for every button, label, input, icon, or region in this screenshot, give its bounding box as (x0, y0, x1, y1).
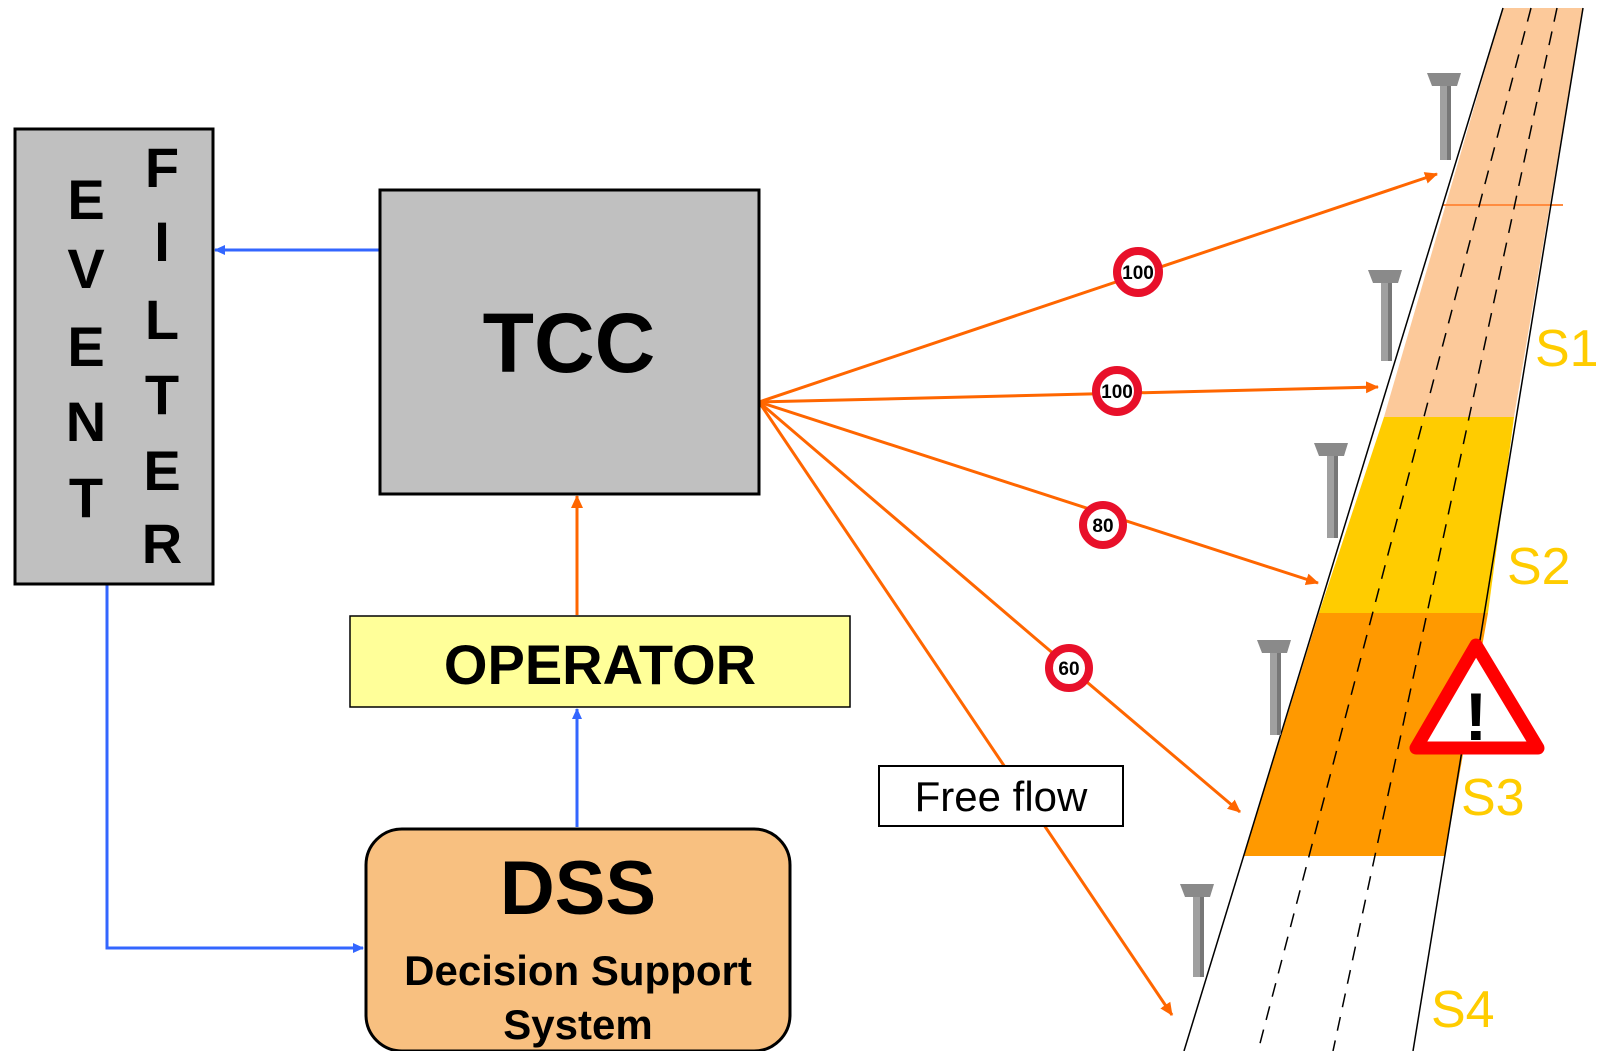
event-letter: N (66, 390, 106, 453)
pole-icon (1368, 270, 1402, 361)
warning-sign-icon: ! (1409, 638, 1545, 755)
warning-exclamation: ! (1465, 679, 1488, 755)
event-filter-box: E V E N T F I L T E R (13, 127, 215, 586)
link-event-filter-to-dss (105, 584, 364, 953)
filter-letter: T (145, 363, 179, 426)
event-letter: V (67, 237, 104, 300)
link-to-s1-upper (758, 172, 1438, 404)
speed-limit-value: 100 (1101, 382, 1133, 403)
section-label-s4: S4 (1431, 981, 1495, 1039)
tcc-label: TCC (483, 296, 656, 390)
event-letter: T (69, 466, 103, 529)
free-flow-box: Free flow (878, 765, 1124, 827)
filter-letter: L (145, 288, 179, 351)
link-to-s1-lower (758, 381, 1379, 404)
speed-limit-sign-1: 100 (1113, 247, 1163, 297)
speed-limit-sign-2: 100 (1092, 366, 1142, 416)
link-to-s2 (758, 400, 1319, 586)
dss-subtitle-line2: System (503, 1001, 652, 1048)
road-right-edge (1412, 7, 1584, 1051)
free-flow-label: Free flow (915, 773, 1088, 820)
event-letter: E (67, 168, 104, 231)
filter-letter: R (142, 512, 182, 575)
speed-limit-value: 100 (1122, 263, 1154, 284)
section-label-s3: S3 (1461, 769, 1525, 827)
operator-label: OPERATOR (444, 633, 756, 696)
lane-divider-1 (1257, 7, 1532, 1051)
operator-box: OPERATOR (349, 615, 851, 708)
road-section-s2-fill (1319, 417, 1514, 613)
link-free-flow (757, 401, 1174, 1016)
pole-icon (1180, 884, 1214, 977)
section-label-s1: S1 (1535, 320, 1599, 378)
speed-limit-value: 80 (1092, 516, 1113, 537)
pole-icon (1314, 443, 1348, 538)
section-label-s2: S2 (1507, 538, 1571, 596)
speed-limit-value: 60 (1058, 659, 1079, 680)
road-left-edge (1183, 7, 1504, 1051)
filter-letter: I (154, 210, 170, 273)
dss-title: DSS (500, 846, 656, 931)
road-section-s1-fill (1384, 8, 1583, 417)
pole-icon (1257, 640, 1291, 735)
dss-box: DSS Decision Support System (364, 827, 792, 1051)
pole-icon (1427, 73, 1461, 160)
tcc-box: TCC (378, 188, 761, 496)
filter-letter: E (143, 439, 180, 502)
speed-limit-sign-4: 60 (1045, 644, 1093, 692)
road-section-s3-fill (1244, 613, 1488, 856)
tcc-to-road-links (757, 172, 1438, 1016)
lane-divider-2 (1332, 7, 1558, 1051)
blue-links (105, 245, 582, 953)
filter-letter: F (145, 136, 179, 199)
roadside-poles (1180, 73, 1461, 977)
event-letter: E (67, 315, 104, 378)
dss-subtitle-line1: Decision Support (404, 947, 752, 994)
speed-limit-sign-3: 80 (1079, 501, 1127, 549)
road (1183, 7, 1584, 1051)
link-to-s3 (758, 400, 1241, 814)
